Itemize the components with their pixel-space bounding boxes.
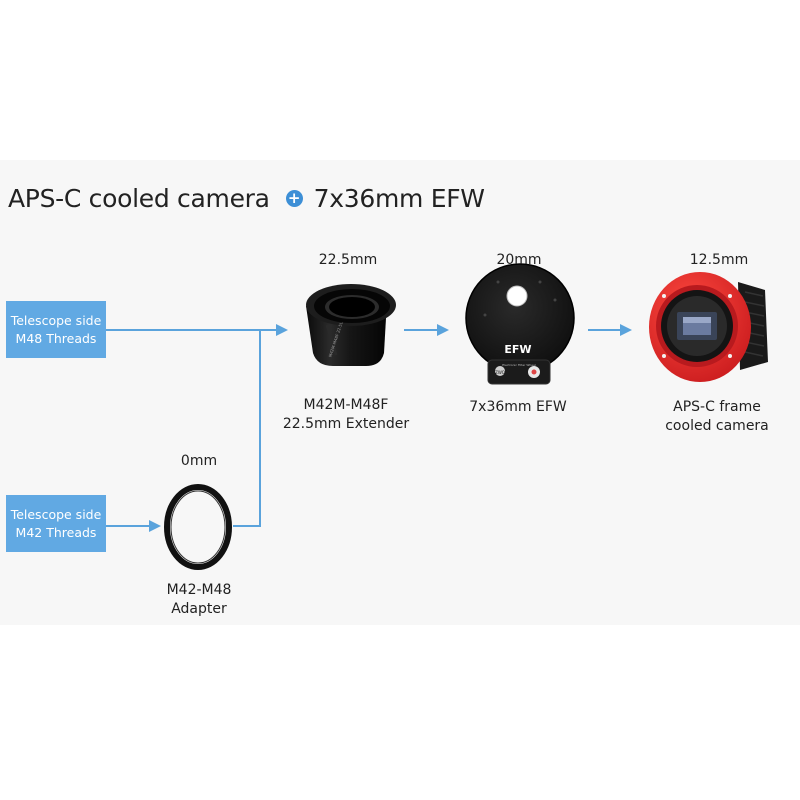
plus-icon: +	[285, 189, 303, 207]
adapter-name-line2: Adapter	[171, 601, 227, 617]
source-box-m48: Telescope side M48 Threads	[6, 301, 106, 358]
arrow-head-icon	[437, 324, 449, 336]
arrow-head-icon	[620, 324, 632, 336]
extender-size: 22.5mm	[318, 252, 378, 268]
extender-name-line1: M42M-M48F	[303, 397, 389, 413]
source-m42-line1: Telescope side	[10, 506, 102, 522]
adapter-image	[164, 484, 232, 570]
camera-label: APS-C frame cooled camera	[665, 398, 769, 436]
adapter-size: 0mm	[180, 453, 218, 469]
arrow-head-icon	[276, 324, 288, 336]
efw-label: 7x36mm EFW	[469, 398, 566, 417]
connector-lines	[106, 329, 622, 527]
extender-image	[306, 284, 396, 366]
arrow-heads	[149, 324, 632, 532]
efw-image	[465, 263, 575, 385]
camera-image	[649, 272, 768, 382]
source-m48-line1: Telescope side	[10, 312, 102, 328]
title-efw: 7x36mm EFW	[313, 183, 485, 213]
extender-name-line2: 22.5mm Extender	[282, 416, 410, 432]
efw-brand-text: ZWO	[495, 370, 505, 375]
camera-size: 12.5mm	[689, 252, 749, 268]
camera-name-line1: APS-C frame	[673, 399, 761, 415]
adapter-name-line1: M42-M48	[166, 582, 232, 598]
source-m48-line2: M48 Threads	[15, 330, 97, 346]
extender-label: M42M-M48F 22.5mm Extender	[283, 396, 409, 434]
camera-name-line2: cooled camera	[665, 418, 769, 434]
source-m42-line2: M42 Threads	[15, 524, 97, 540]
arrow-head-icon	[149, 520, 161, 532]
title-camera: APS-C cooled camera	[8, 183, 270, 213]
source-box-m42: Telescope side M42 Threads	[6, 495, 106, 552]
efw-name-line1: 7x36mm EFW	[469, 399, 567, 415]
line-adapter-to-extender	[233, 331, 261, 527]
diagram-title: APS-C cooled camera + 7x36mm EFW	[8, 178, 485, 218]
efw-sub-text: Electronic Filter Wheel	[502, 363, 536, 367]
diagram-panel	[0, 160, 800, 625]
adapter-label: M42-M48 Adapter	[167, 581, 232, 619]
efw-size: 20mm	[496, 252, 542, 268]
efw-logo-text: EFW	[504, 343, 531, 356]
